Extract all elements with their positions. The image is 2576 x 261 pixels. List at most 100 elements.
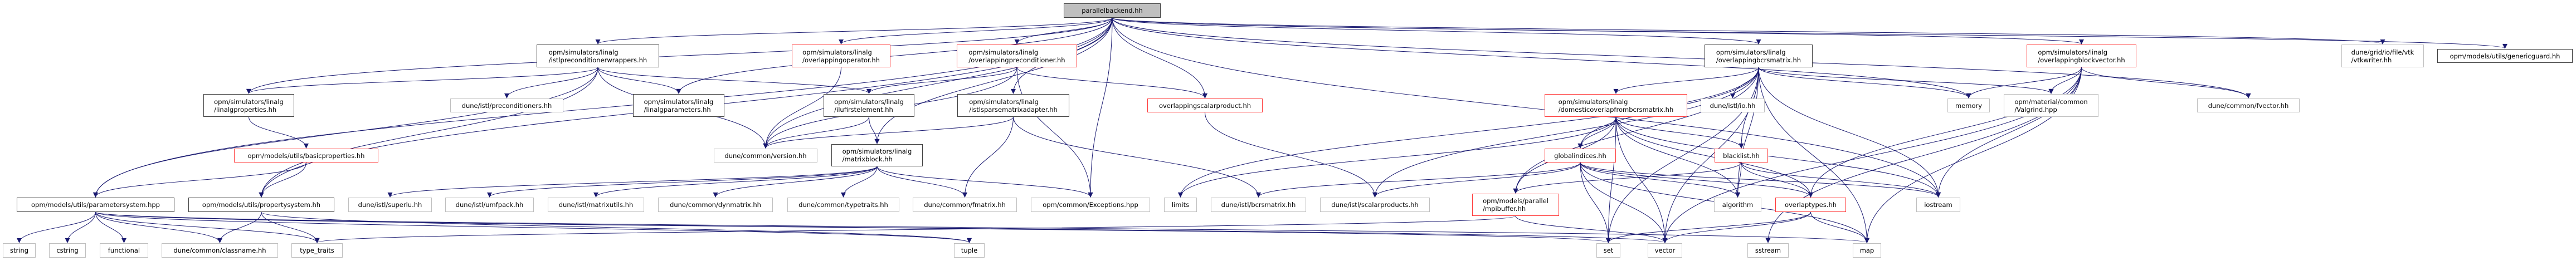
- file-node-label: globalindices.hh: [1554, 151, 1606, 160]
- file-node-ilu[interactable]: opm/simulators/linalg /ilufirstelement.h…: [824, 94, 914, 117]
- file-node-label: opm/models/parallel /mpibuffer.hh: [1483, 197, 1548, 213]
- file-node-psys[interactable]: opm/models/utils/propertysystem.hh: [188, 198, 334, 212]
- edge-psys-to-cn: [217, 211, 262, 243]
- file-node-pre[interactable]: dune/istl/preconditioners.hh: [450, 99, 563, 112]
- file-node-label: opm/common/Exceptions.hpp: [1043, 201, 1138, 209]
- edge-ipw-to-lpar: [597, 67, 681, 94]
- file-node-ver[interactable]: dune/common/version.hh: [714, 149, 817, 162]
- file-node-label: opm/simulators/linalg /istlsparsematrixa…: [969, 97, 1058, 114]
- file-node-exc[interactable]: opm/common/Exceptions.hpp: [1031, 198, 1150, 212]
- file-node-bp[interactable]: opm/models/utils/basicproperties.hh: [234, 149, 378, 162]
- file-node-label: dune/istl/matrixutils.hh: [558, 201, 634, 209]
- file-node-mb[interactable]: opm/simulators/linalg /matrixblock.hh: [831, 144, 923, 166]
- file-node-tup[interactable]: tuple: [954, 243, 985, 258]
- file-node-label: opm/simulators/linalg /ilufirstelement.h…: [834, 97, 904, 114]
- edge-obv-to-ios: [1936, 67, 2082, 198]
- edge-obm-to-io: [1730, 67, 1759, 99]
- file-node-fun[interactable]: functional: [100, 243, 148, 258]
- file-node-mem[interactable]: memory: [1947, 99, 1990, 112]
- file-node-ios[interactable]: iostream: [1916, 198, 1960, 212]
- edge-obm-to-ios: [1758, 67, 1941, 198]
- edge-bp-to-ps: [93, 162, 306, 198]
- file-node-sp[interactable]: dune/istl/scalarproducts.hh: [1320, 198, 1430, 212]
- file-node-lp[interactable]: opm/simulators/linalg /linalgproperties.…: [203, 94, 294, 117]
- file-node-io[interactable]: dune/istl/io.hh: [1701, 99, 1765, 112]
- edge-dom-to-set: [1606, 116, 1616, 243]
- file-node-mu[interactable]: dune/istl/matrixutils.hh: [548, 198, 644, 212]
- file-node-label: overlappingscalarproduct.hh: [1158, 101, 1252, 110]
- file-node-bcrs[interactable]: dune/istl/bcrsmatrix.hh: [1211, 198, 1306, 212]
- file-node-slu[interactable]: dune/istl/superlu.hh: [348, 198, 432, 212]
- file-node-dom[interactable]: opm/simulators/linalg /domesticoverlapfr…: [1545, 94, 1687, 117]
- file-node-label: memory: [1955, 101, 1983, 110]
- file-node-vtk[interactable]: dune/grid/io/file/vtk /vtkwriter.hh: [2341, 45, 2424, 67]
- file-node-oop[interactable]: opm/simulators/linalg /overlappingoperat…: [792, 45, 890, 67]
- file-node-fm[interactable]: dune/common/fmatrix.hh: [913, 198, 1017, 212]
- edge-obv-to-ot: [1808, 67, 2082, 198]
- file-node-gg[interactable]: opm/models/utils/genericguard.hh: [2437, 49, 2573, 63]
- edge-ps-to-tt2: [95, 211, 320, 243]
- file-node-osp[interactable]: overlappingscalarproduct.hh: [1147, 99, 1263, 112]
- file-node-map[interactable]: map: [1853, 243, 1881, 258]
- file-node-label: dune/common/fvector.hh: [2208, 101, 2289, 110]
- edge-root-to-opc: [1014, 17, 1113, 45]
- file-node-vec[interactable]: vector: [1648, 243, 1682, 258]
- edge-root-to-mb: [874, 17, 1113, 144]
- file-node-mpi[interactable]: opm/models/parallel /mpibuffer.hh: [1472, 194, 1559, 216]
- file-node-alg[interactable]: algorithm: [1714, 198, 1761, 212]
- file-node-label: dune/istl/io.hh: [1710, 101, 1756, 110]
- file-node-label: opm/simulators/linalg /matrixblock.hh: [842, 147, 912, 163]
- file-node-label: vector: [1654, 247, 1676, 254]
- file-node-label: opm/simulators/linalg /linalgproperties.…: [214, 97, 284, 114]
- edge-obm-to-lim: [1178, 67, 1759, 198]
- file-node-label: dune/common/typetraits.hh: [798, 201, 888, 209]
- file-node-obm[interactable]: opm/simulators/linalg /overlappingbcrsma…: [1705, 45, 1813, 67]
- edge-gi-to-vec: [1580, 162, 1668, 243]
- file-node-lim[interactable]: limits: [1164, 198, 1197, 212]
- file-node-label: sstream: [1755, 247, 1781, 254]
- file-node-set[interactable]: set: [1596, 243, 1620, 258]
- edge-root-to-ios: [1112, 17, 1941, 198]
- edge-root-to-osp: [1112, 17, 1207, 99]
- edge-bl-to-mpi: [1513, 162, 1742, 194]
- edge-obv-to-mem: [1966, 67, 2082, 99]
- file-node-label: dune/istl/superlu.hh: [358, 201, 422, 209]
- file-node-fv[interactable]: dune/common/fvector.hh: [2197, 99, 2300, 112]
- edge-dom-to-gi: [1577, 116, 1616, 149]
- file-node-obv[interactable]: opm/simulators/linalg /overlappingblockv…: [2027, 45, 2136, 67]
- edge-ipw-to-ilu: [597, 67, 871, 94]
- file-node-dyn[interactable]: dune/common/dynmatrix.hh: [658, 198, 773, 212]
- file-node-gi[interactable]: globalindices.hh: [1545, 149, 1616, 162]
- file-node-ps[interactable]: opm/models/utils/parametersystem.hpp: [17, 198, 174, 212]
- file-node-tt2[interactable]: type_traits: [291, 243, 343, 258]
- file-node-cstr[interactable]: cstring: [49, 243, 86, 258]
- edge-opc-to-exc: [1016, 67, 1093, 198]
- file-node-vg[interactable]: opm/material/common /Valgrind.hpp: [2004, 94, 2098, 117]
- edge-isa-to-fm: [962, 116, 1014, 198]
- file-node-label: opm/models/utils/propertysystem.hh: [202, 201, 321, 209]
- file-node-label: algorithm: [1722, 201, 1754, 209]
- edge-ps-to-fun: [95, 211, 126, 243]
- file-node-str[interactable]: string: [3, 243, 36, 258]
- edge-ps-to-cn: [95, 211, 222, 243]
- file-node-label: dune/istl/umfpack.hh: [455, 201, 524, 209]
- edge-root-to-mem: [1112, 17, 1971, 99]
- file-node-umf[interactable]: dune/istl/umfpack.hh: [445, 198, 534, 212]
- file-node-tt[interactable]: dune/common/typetraits.hh: [787, 198, 899, 212]
- file-node-ipw[interactable]: opm/simulators/linalg /istlpreconditione…: [537, 45, 659, 67]
- file-node-label: dune/common/version.hh: [724, 151, 807, 160]
- file-node-isa[interactable]: opm/simulators/linalg /istlsparsematrixa…: [957, 94, 1069, 117]
- file-node-opc[interactable]: opm/simulators/linalg /overlappingprecon…: [957, 45, 1077, 67]
- file-node-ot[interactable]: overlaptypes.hh: [1775, 198, 1846, 212]
- file-node-ss[interactable]: sstream: [1747, 243, 1789, 258]
- file-node-label: functional: [108, 247, 140, 254]
- root-file-node[interactable]: parallelbackend.hh: [1064, 3, 1161, 18]
- file-node-cn[interactable]: dune/common/classname.hh: [162, 243, 278, 258]
- edge-ipw-to-psys: [259, 67, 598, 198]
- edge-obm-to-map: [1758, 67, 1869, 243]
- file-node-lpar[interactable]: opm/simulators/linalg /linalgparameters.…: [633, 94, 724, 117]
- file-node-bl[interactable]: blacklist.hh: [1715, 149, 1768, 162]
- edge-mpi-to-tt2: [315, 215, 1516, 243]
- edge-dom-to-ios: [1615, 116, 1941, 198]
